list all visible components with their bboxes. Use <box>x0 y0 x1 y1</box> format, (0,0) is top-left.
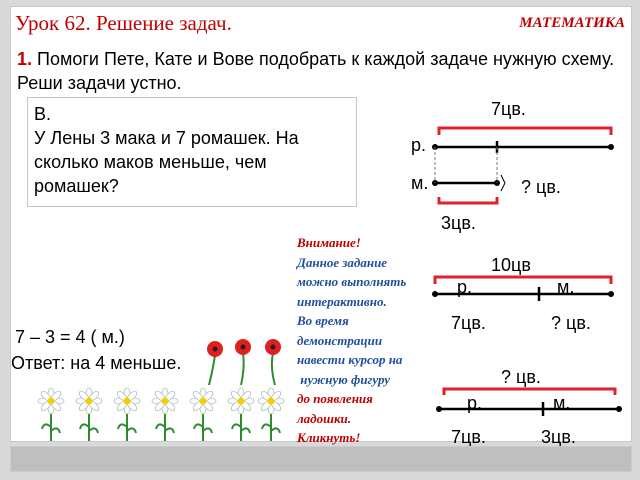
problem-box: В. У Лены 3 мака и 7 ромашек. На сколько… <box>27 97 357 207</box>
poppy-flower-icon <box>207 341 223 386</box>
note-line: Внимание! <box>297 235 361 250</box>
schemas-canvas <box>432 126 622 416</box>
schema3-right-value: 3цв. <box>541 427 576 447</box>
problem-line: ромашек? <box>34 176 119 196</box>
daisies <box>37 387 285 441</box>
schema3-total: ? цв. <box>501 367 541 387</box>
lesson-title: Урок 62. Решение задач. <box>15 11 232 35</box>
note-line: до появления <box>297 391 373 406</box>
schema1-row1: р. <box>411 135 427 155</box>
daisy-flower-icon <box>257 387 285 441</box>
schema-1[interactable] <box>432 126 614 205</box>
schema2-total: 10цв <box>491 255 531 275</box>
note-line: нужную фигуру <box>297 371 391 387</box>
task-text: 1. Помоги Пете, Кате и Вове подобрать к … <box>17 47 617 95</box>
daisy-flower-icon <box>189 387 217 441</box>
interactive-note: Внимание! Данное задание можно выполнять… <box>297 233 447 448</box>
note-line: демонстрации <box>297 332 383 348</box>
poppies <box>207 339 281 386</box>
solution-answer: Ответ: на 4 меньше. <box>11 353 182 373</box>
schema1-question: ? цв. <box>521 177 561 197</box>
note-line: Во время <box>297 313 349 328</box>
subject-label: МАТЕМАТИКА <box>519 15 625 31</box>
daisy-flower-icon <box>151 387 179 441</box>
schema3-left-value: 7цв. <box>451 427 486 447</box>
schema1-total: 7цв. <box>491 99 526 119</box>
task-number: 1. <box>17 49 33 69</box>
daisy-flower-icon <box>227 387 255 441</box>
problem-name: В. <box>34 104 52 124</box>
note-line: ладошки. <box>297 410 352 426</box>
schema2-right-value: ? цв. <box>551 313 591 333</box>
problem-line: сколько маков меньше, чем <box>34 152 267 172</box>
daisy-flower-icon <box>75 387 103 441</box>
note-line: интерактивно. <box>297 293 387 309</box>
schema-3[interactable] <box>436 387 622 416</box>
schema-2[interactable] <box>432 275 614 301</box>
slide: Урок 62. Решение задач. МАТЕМАТИКА 1. По… <box>10 6 632 447</box>
note-line: Кликнуть! <box>297 430 361 445</box>
schema2-left: р. <box>457 277 473 297</box>
solution-expression: 7 – 3 = 4 ( м.) <box>15 327 125 347</box>
daisy-flower-icon <box>37 387 65 441</box>
schema2-left-value: 7цв. <box>451 313 486 333</box>
schema1-row2: м. <box>411 173 429 193</box>
schema1-bottom: 3цв. <box>441 213 476 233</box>
daisy-flower-icon <box>113 387 141 441</box>
note-line: можно выполнять <box>297 274 407 289</box>
poppy-flower-icon <box>265 339 281 386</box>
schema3-left: р. <box>467 393 483 413</box>
schema3-right: м. <box>553 393 571 413</box>
note-line: Данное задание <box>297 254 388 270</box>
task-instruction: Помоги Пете, Кате и Вове подобрать к каж… <box>17 49 615 93</box>
bottom-bar <box>10 446 632 472</box>
poppy-flower-icon <box>235 339 251 386</box>
problem-line: У Лены 3 мака и 7 ромашек. На <box>34 128 299 148</box>
schema2-right: м. <box>557 277 575 297</box>
note-line: навести курсор на <box>297 352 403 367</box>
